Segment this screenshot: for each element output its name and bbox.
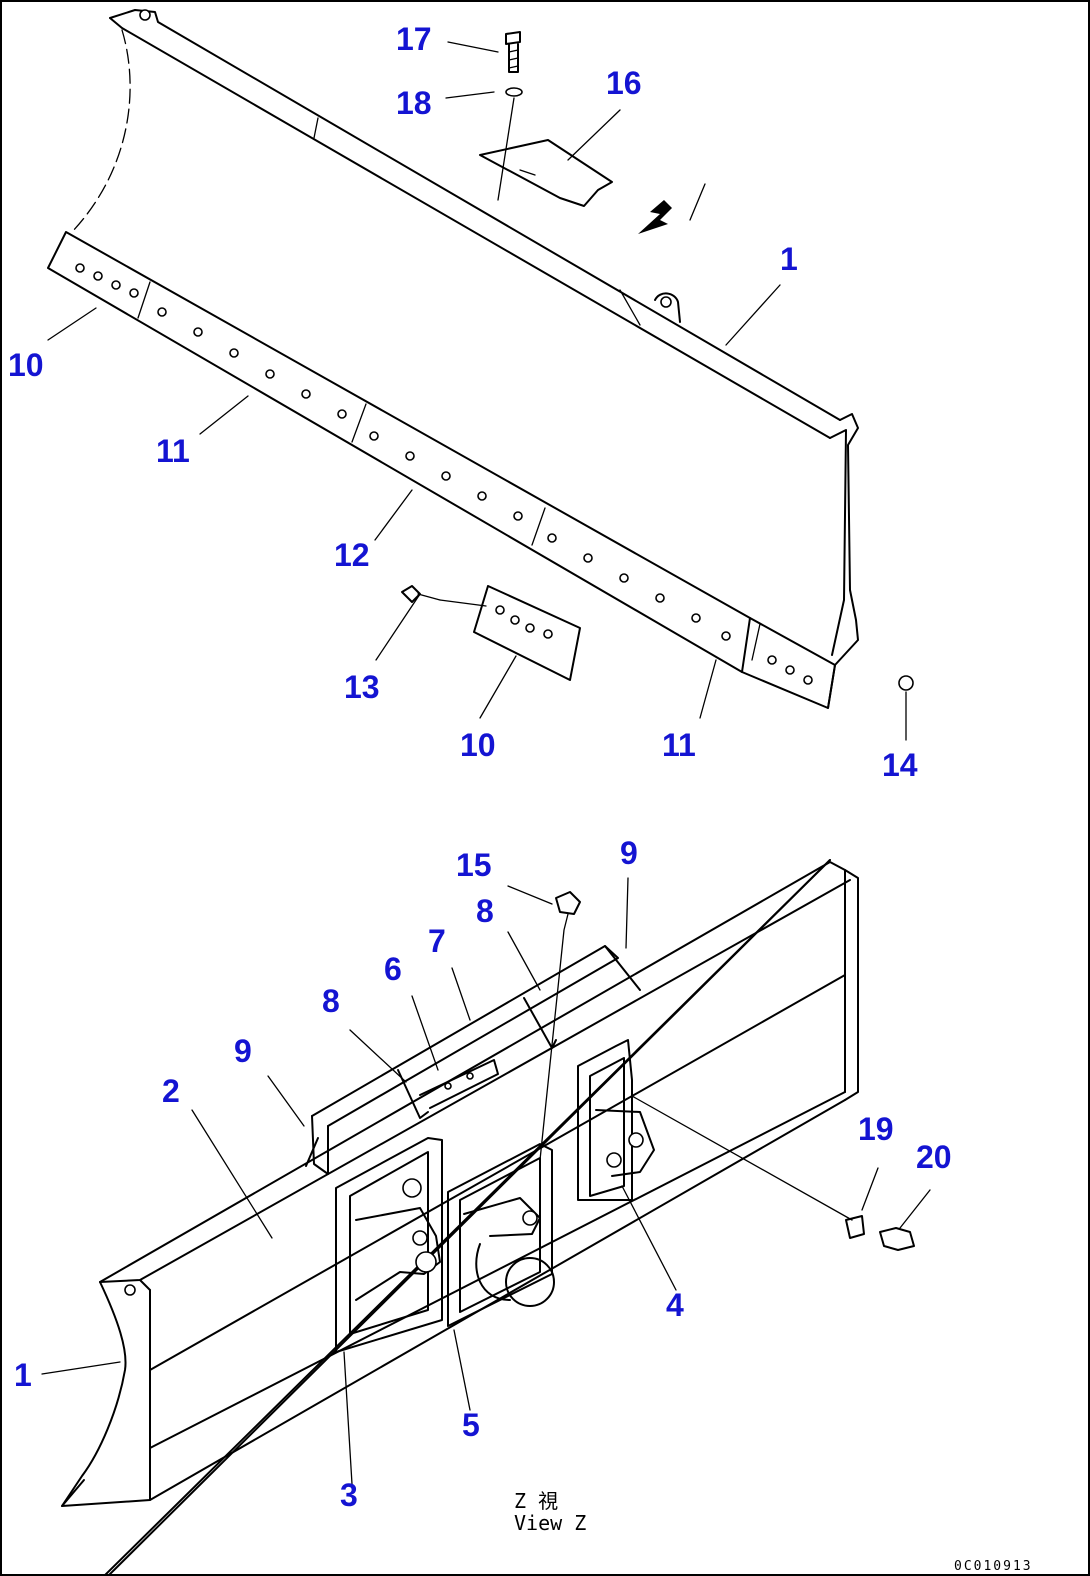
- callout-11-right: 11: [662, 727, 696, 763]
- callout-3: 3: [340, 1477, 358, 1513]
- callout-12: 12: [334, 537, 370, 573]
- blade-front-view: [47, 9, 914, 709]
- callout-17: 17: [396, 21, 432, 57]
- callout-5: 5: [462, 1407, 480, 1443]
- callout-18: 18: [396, 85, 432, 121]
- callout-13: 13: [344, 669, 380, 705]
- top-leader-lines: [47, 41, 907, 741]
- callout-9-left: 9: [234, 1033, 252, 1069]
- callout-7: 7: [428, 923, 446, 959]
- view-z-arrow-icon: [638, 200, 672, 234]
- callout-14: 14: [882, 747, 918, 783]
- callout-6: 6: [384, 951, 402, 987]
- blade-rear-view: [102, 859, 831, 1576]
- callout-20: 20: [916, 1139, 952, 1175]
- callout-10-left: 10: [8, 347, 44, 383]
- callout-19: 19: [858, 1111, 894, 1147]
- callout-15: 15: [456, 847, 492, 883]
- drawing-code: 0C010913: [954, 1559, 1033, 1574]
- callout-4: 4: [666, 1287, 684, 1323]
- callout-9-right: 9: [620, 835, 638, 871]
- callout-8-right: 8: [476, 893, 494, 929]
- callout-numbers: 17 18 16 1 10 11 12 13 10 11 14 15 9 8 7…: [8, 21, 952, 1513]
- callout-1-top: 1: [780, 241, 798, 277]
- view-caption-jp: Z 視: [514, 1489, 558, 1513]
- view-caption: View Z: [514, 1511, 586, 1535]
- callout-2: 2: [162, 1073, 180, 1109]
- callout-10-bottom: 10: [460, 727, 496, 763]
- callout-1-bottom: 1: [14, 1357, 32, 1393]
- bottom-leader-lines: [41, 877, 931, 1485]
- callout-8-left: 8: [322, 983, 340, 1019]
- callout-16: 16: [606, 65, 642, 101]
- callout-11-left: 11: [156, 433, 190, 469]
- rear-blade-geometry: [61, 861, 915, 1507]
- blade-rear-body: [106, 859, 831, 1576]
